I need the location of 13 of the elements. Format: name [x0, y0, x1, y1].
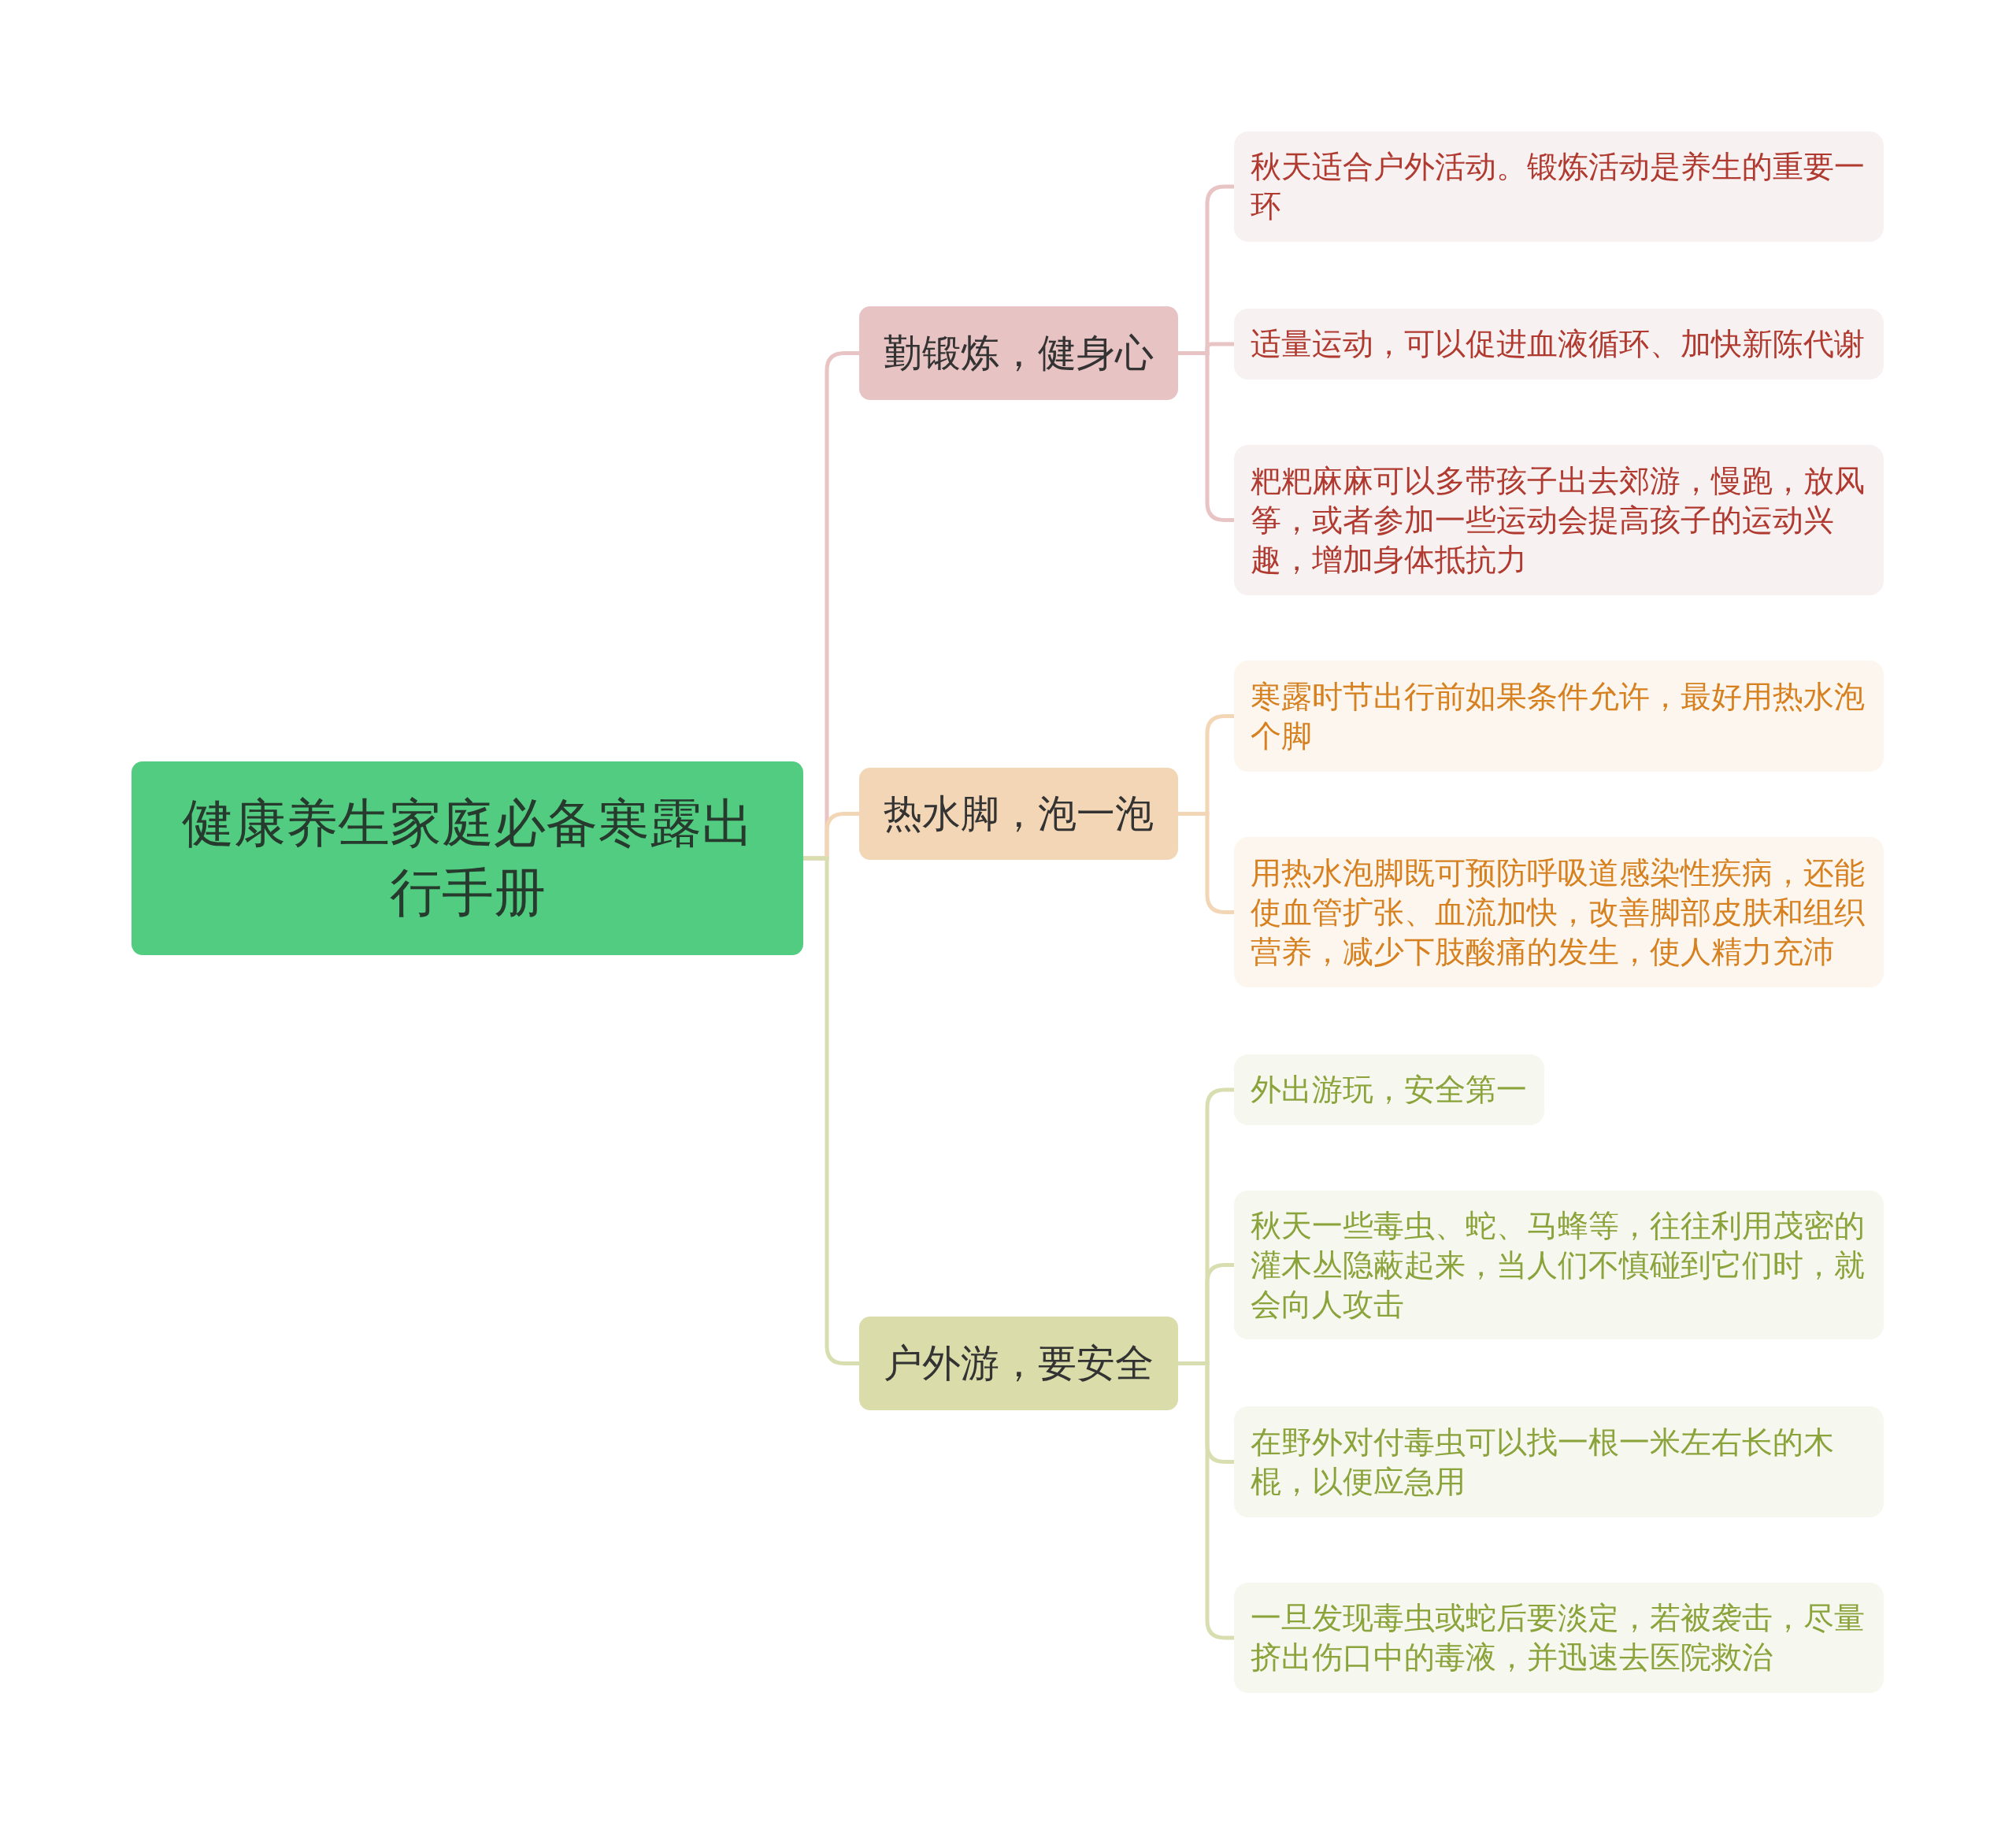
note-box: 在野外对付毒虫可以找一根一米左右长的木棍，以便应急用	[1234, 1406, 1884, 1517]
central-topic-box: 健康养生家庭必备寒露出行手册	[132, 761, 803, 955]
note-box: 用热水泡脚既可预防呼吸道感染性疾病，还能使血管扩张、血流加快，改善脚部皮肤和组织营养，减少下肢酸痛的发生，使人精力充沛	[1234, 837, 1884, 987]
note-box: 寒露时节出行前如果条件允许，最好用热水泡个脚	[1234, 661, 1884, 772]
note-box: 秋天一些毒虫、蛇、马蜂等，往往利用茂密的灌木丛隐蔽起来，当人们不慎碰到它们时，就会向人攻击	[1234, 1191, 1884, 1339]
branch-topic-box: 勤锻炼，健身心	[859, 306, 1178, 400]
note-box: 秋天适合户外活动。锻炼活动是养生的重要一环	[1234, 131, 1884, 242]
note-box: 粑粑麻麻可以多带孩子出去郊游，慢跑，放风筝，或者参加一些运动会提高孩子的运动兴趣，增加身体抵抗力	[1234, 445, 1884, 595]
note-box: 外出游玩，安全第一	[1234, 1054, 1544, 1125]
note-box: 适量运动，可以促进血液循环、加快新陈代谢	[1234, 309, 1884, 380]
branch-topic-box: 热水脚，泡一泡	[859, 768, 1178, 860]
branch-topic-box: 户外游，要安全	[859, 1317, 1178, 1410]
note-box: 一旦发现毒虫或蛇后要淡定，若被袭击，尽量挤出伤口中的毒液，并迅速去医院救治	[1234, 1583, 1884, 1693]
